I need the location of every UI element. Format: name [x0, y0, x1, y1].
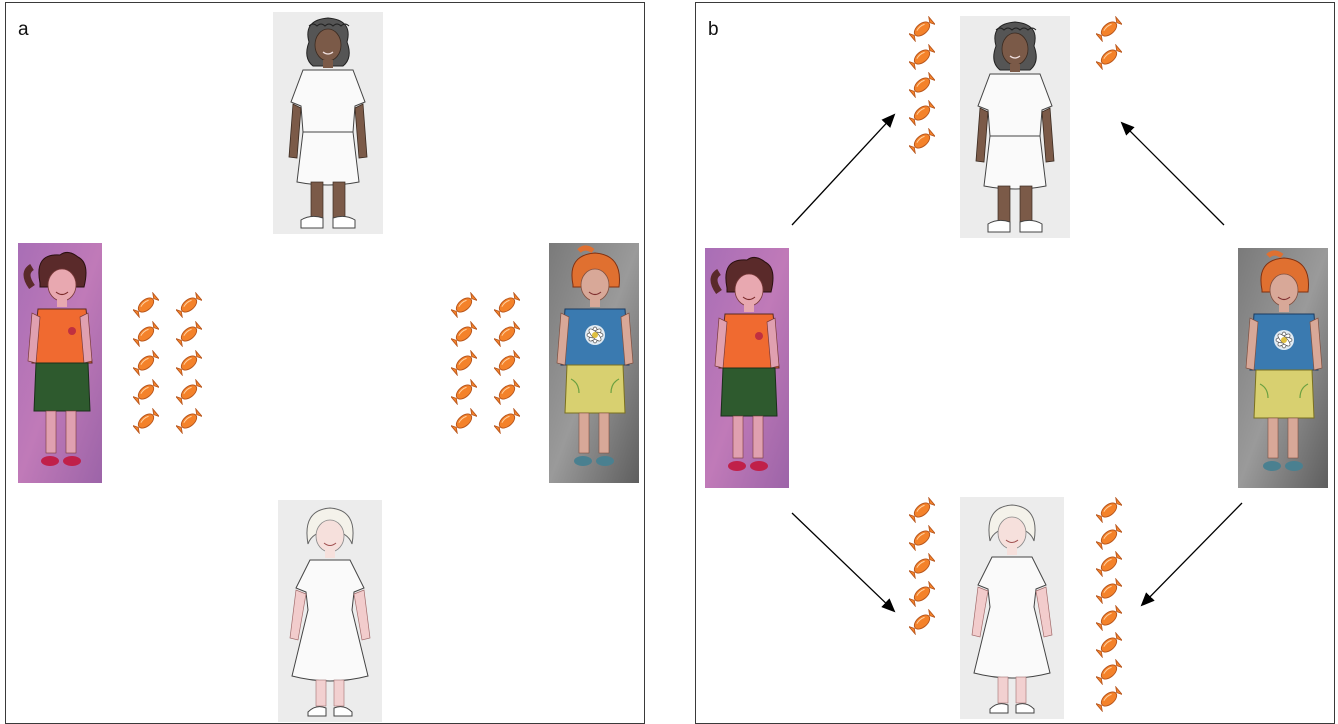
- candy-icon: [909, 553, 935, 579]
- candy-icon: [909, 100, 935, 126]
- candy-icon: [1096, 497, 1122, 523]
- candy-icon: [494, 379, 520, 405]
- candy-icon: [1096, 551, 1122, 577]
- panel-label-a: a: [18, 19, 29, 40]
- left-character-figure: [18, 243, 102, 483]
- candy-icon: [1096, 44, 1122, 70]
- candy-icon: [451, 350, 477, 376]
- bottom-character-figure: [278, 500, 382, 722]
- candy-icon: [176, 350, 202, 376]
- candy-icon: [494, 408, 520, 434]
- candy-icon: [909, 497, 935, 523]
- candy-icon: [176, 292, 202, 318]
- candy-icon: [133, 321, 159, 347]
- candy-icon: [909, 525, 935, 551]
- candy-icon: [1096, 686, 1122, 712]
- arrow-icon: [1140, 502, 1243, 607]
- arrow-icon: [791, 113, 896, 226]
- candy-icon: [176, 379, 202, 405]
- right-character-figure: [549, 243, 639, 483]
- transfer-arrows: [791, 113, 1243, 613]
- candy-icon: [494, 321, 520, 347]
- candy-icon: [176, 321, 202, 347]
- candy-icon: [494, 350, 520, 376]
- top-character-figure: [273, 12, 383, 234]
- candy-icon: [494, 292, 520, 318]
- candy-icon: [909, 128, 935, 154]
- candy-icon: [1096, 524, 1122, 550]
- candy-icon: [1096, 605, 1122, 631]
- candy-icon: [176, 408, 202, 434]
- candy-icon: [133, 408, 159, 434]
- candy-icon: [451, 408, 477, 434]
- arrow-icon: [1120, 121, 1225, 226]
- candy-icon: [909, 609, 935, 635]
- candy-icon: [451, 321, 477, 347]
- candy-icon: [451, 292, 477, 318]
- candy-icon: [1096, 578, 1122, 604]
- candy-icon: [133, 350, 159, 376]
- panel-a: a: [5, 2, 645, 724]
- candy-icon: [451, 379, 477, 405]
- candy-icon: [1096, 632, 1122, 658]
- candy-icon: [909, 16, 935, 42]
- panel-label-b: b: [708, 19, 719, 40]
- candy-icon: [1096, 659, 1122, 685]
- candy-icon: [909, 72, 935, 98]
- candy-icon: [133, 379, 159, 405]
- candy-icon: [133, 292, 159, 318]
- candy-icon: [909, 44, 935, 70]
- panel-b: b: [695, 2, 1335, 724]
- candy-icon: [909, 581, 935, 607]
- arrow-icon: [791, 512, 896, 613]
- candy-icon: [1096, 16, 1122, 42]
